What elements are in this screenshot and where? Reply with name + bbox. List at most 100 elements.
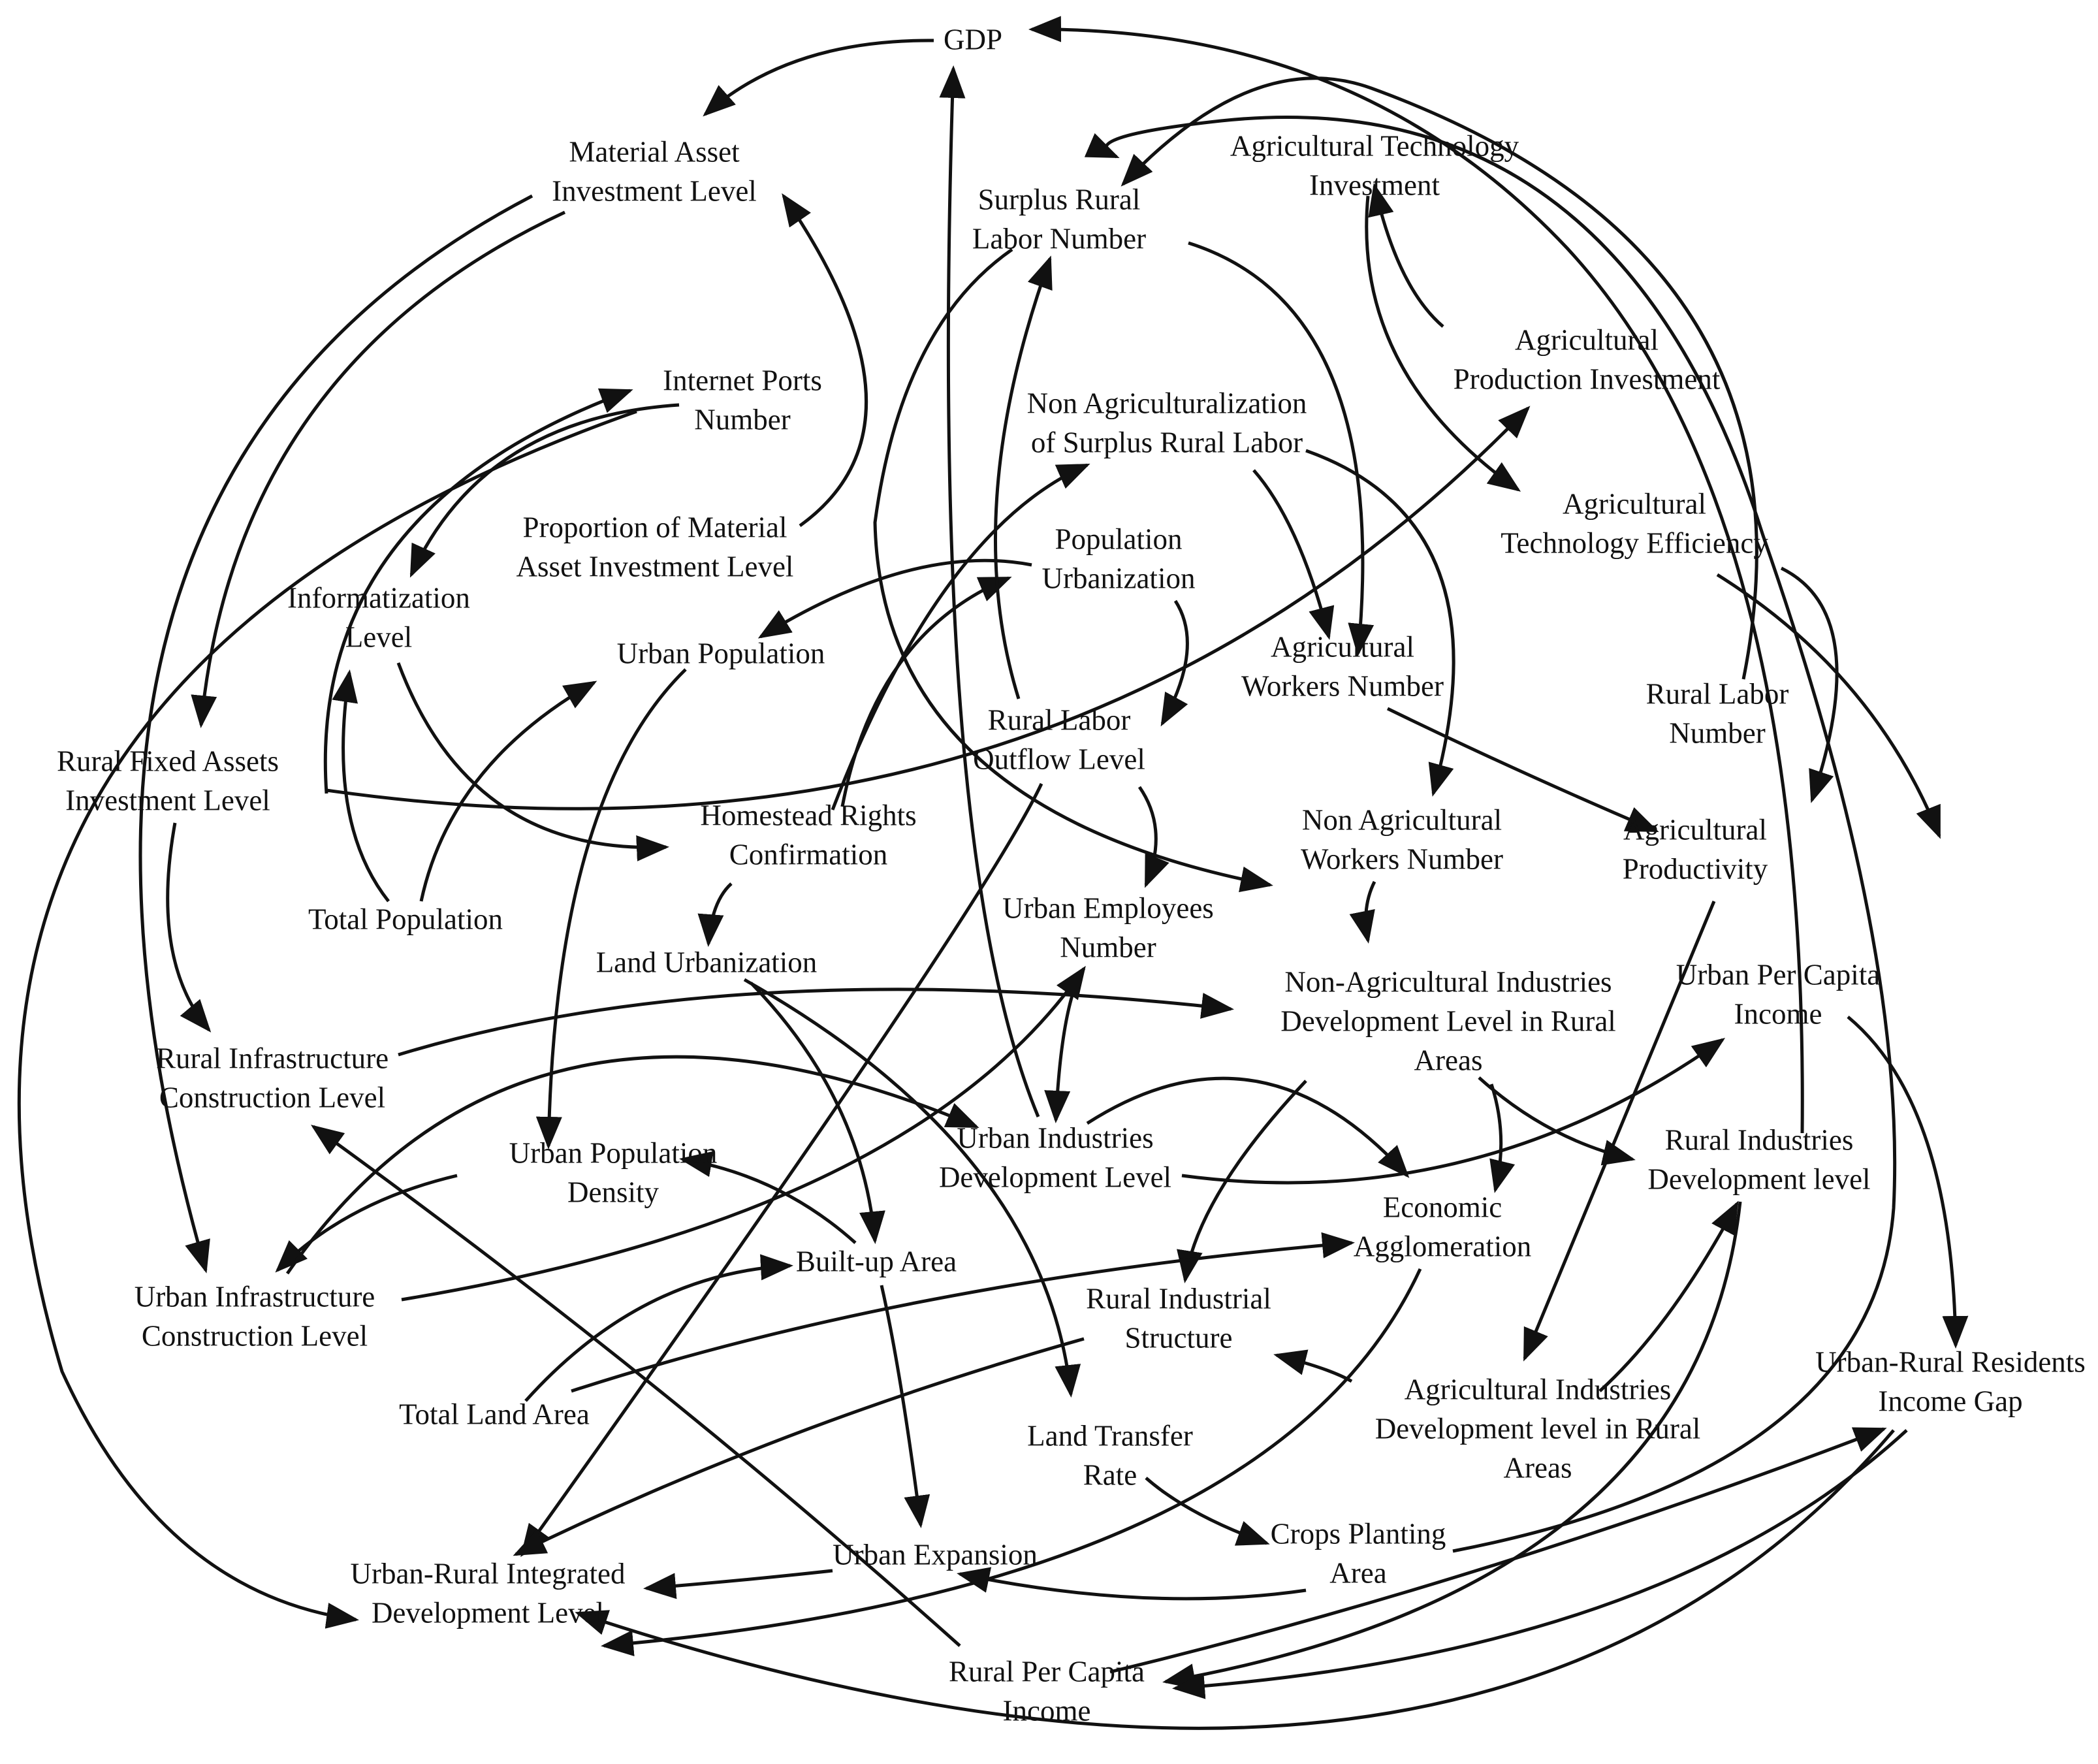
node-label-line: Surplus Rural <box>978 183 1141 216</box>
node-land-urbanization: Land Urbanization <box>596 946 818 978</box>
edge-built_up-to-urban_pop_density <box>679 1151 857 1244</box>
node-label-line: Built-up Area <box>796 1245 957 1277</box>
node-label-line: Urban Per Capita <box>1676 958 1880 991</box>
node-label-line: Total Population <box>308 903 503 935</box>
edge-non_agri_industries-to-rural_industrial_structure <box>1177 1080 1307 1283</box>
node-label-line: Number <box>1060 931 1156 963</box>
node-label-line: Rural Fixed Assets <box>57 745 279 777</box>
node-label-line: Labor Number <box>972 222 1146 255</box>
edge-urban_pop_density-to-urban_infra <box>275 1174 458 1273</box>
node-label-line: Construction Level <box>159 1081 385 1114</box>
edge-homestead-to-pop_urbanization <box>840 576 1012 807</box>
node-label-line: Urban Expansion <box>833 1538 1038 1571</box>
node-label-line: Informatization <box>287 581 470 614</box>
edge-land_transfer-to-crops_area <box>1145 1477 1270 1546</box>
edge-agri_tech_invest-to-agri_tech_eff <box>1365 195 1521 492</box>
node-label-line: Rural Industries <box>1665 1123 1854 1156</box>
edge-surplus_labor-to-non_agri_workers <box>873 248 1273 893</box>
edge-agri_tech_eff-to-agri_productivity <box>1780 566 1839 803</box>
edge-rural_industrial_structure-to-urban_rural_integrated <box>513 1337 1085 1556</box>
node-label-line: Urban Infrastructure <box>135 1280 375 1313</box>
edge-pop_urbanization-to-rural_labor_outflow <box>1160 600 1189 727</box>
node-label-line: Investment Level <box>65 784 270 816</box>
edge-urban_pop-to-urban_pop_density <box>535 668 687 1149</box>
node-label-line: Agglomeration <box>1354 1230 1531 1262</box>
node-label-line: Areas <box>1414 1044 1483 1076</box>
edge-urban_rural_gap-to-urban_rural_integrated <box>575 1429 1895 1730</box>
edge-urban_expansion-to-urban_rural_integrated <box>643 1569 833 1599</box>
node-label-line: Outflow Level <box>973 743 1145 775</box>
node-label-line: Land Transfer <box>1027 1419 1193 1452</box>
node-label-line: Land Urbanization <box>596 946 818 978</box>
edge-urban_industries-to-gdp <box>939 65 1040 1117</box>
edge-economic_agglom-to-urban_rural_integrated <box>601 1268 1422 1656</box>
node-label-line: Agricultural <box>1623 813 1767 846</box>
edge-pop_urbanization-to-urban_pop <box>757 558 1032 639</box>
node-label-line: Development level <box>1647 1163 1870 1195</box>
node-label-line: Urban-Rural Residents <box>1815 1345 2086 1378</box>
edge-rural_fixed-to-internet_ports <box>323 388 633 794</box>
node-label-line: Confirmation <box>729 838 887 871</box>
node-label-line: Urban-Rural Integrated <box>350 1557 625 1590</box>
node-label-line: Rural Labor <box>988 703 1131 736</box>
edge-urban_industries-to-urban_pc_income <box>1181 1038 1726 1185</box>
node-label-line: Urban Population <box>509 1136 718 1169</box>
edge-surplus_labor-to-agri_workers <box>1188 241 1375 656</box>
node-label-line: Development Level <box>372 1596 604 1629</box>
node-label-line: Investment <box>1309 168 1440 201</box>
edge-rural_pc_income-to-rural_infra <box>310 1125 961 1647</box>
edge-rural_labor_outflow-to-surplus_labor <box>994 255 1053 699</box>
node-label-line: Agricultural <box>1563 487 1706 520</box>
node-label-line: Agricultural Technology <box>1230 129 1519 162</box>
node-label-line: Crops Planting <box>1271 1517 1446 1550</box>
node-label-line: Income Gap <box>1878 1385 2022 1417</box>
edge-prop_material-to-material_asset <box>782 193 868 528</box>
node-label-line: Development Level in Rural <box>1280 1004 1616 1037</box>
edge-gdp-to-material_asset <box>703 39 934 117</box>
node-label-line: Rural Infrastructure <box>156 1042 389 1074</box>
edge-total_pop-to-informatization <box>332 669 390 903</box>
node-label-line: of Surplus Rural Labor <box>1031 426 1303 458</box>
edge-rural_infra-to-non_agri_industries <box>398 987 1234 1057</box>
node-gdp: GDP <box>944 23 1002 56</box>
edge-built_up-to-urban_expansion <box>880 1285 930 1528</box>
edge-rural_pc_income-to-urban_rural_gap <box>1109 1427 1887 1674</box>
node-label-line: Agricultural <box>1271 630 1414 663</box>
node-label-line: Level <box>345 620 412 653</box>
node-label-line: Density <box>567 1176 659 1208</box>
edge-rural_fixed-to-rural_infra <box>166 822 212 1033</box>
node-label-line: Rate <box>1083 1458 1137 1491</box>
node-label-line: Income <box>1003 1694 1091 1727</box>
edge-material_asset-to-urban_infra <box>138 194 533 1274</box>
node-label-line: Productivity <box>1623 852 1768 885</box>
edge-agri_prod_invest-to-agri_tech_invest <box>1368 183 1444 328</box>
node-label-line: Internet Ports <box>663 364 822 396</box>
node-label-line: Non-Agricultural Industries <box>1284 965 1612 998</box>
edge-rural_labor_outflow-to-urban_rural_integrated <box>520 782 1043 1558</box>
edge-land_urbanization-to-land_transfer <box>743 978 1081 1398</box>
edge-agri_tech_eff-to-rural_pc_income <box>1716 573 1941 839</box>
edge-material_asset-to-rural_fixed <box>191 210 566 728</box>
edge-non_agri_surplus-to-agri_workers <box>1252 469 1335 640</box>
node-label-line: Homestead Rights <box>700 799 916 831</box>
node-label-line: Material Asset <box>569 135 740 168</box>
node-label-line: Investment Level <box>552 174 757 207</box>
node-label-line: Rural Labor <box>1646 677 1789 710</box>
